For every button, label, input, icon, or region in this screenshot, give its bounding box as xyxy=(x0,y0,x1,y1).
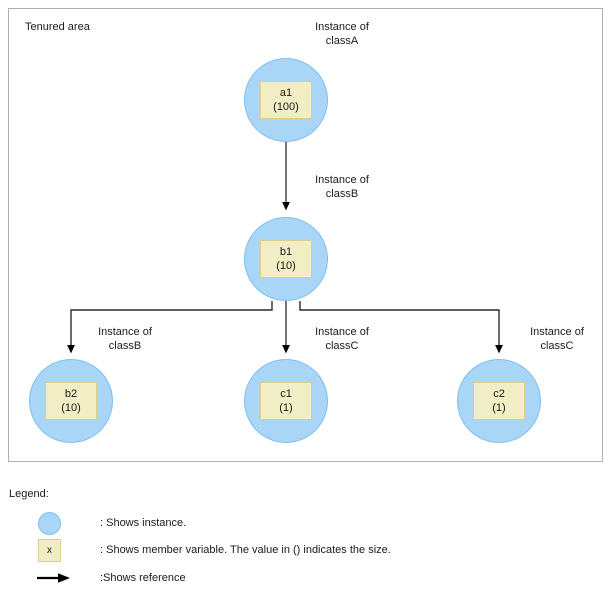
caption-c2-line2: classC xyxy=(540,340,574,352)
caption-b1-line2: classB xyxy=(325,188,359,200)
member-name-b1: b1 xyxy=(279,246,293,258)
member-size-b1: (10) xyxy=(276,260,296,272)
member-variable-box-b1: b1 (10) xyxy=(260,240,312,278)
member-variable-box-c2: c2 (1) xyxy=(473,382,525,420)
member-variable-box-a1: a1 (100) xyxy=(260,81,312,119)
instance-circle-icon xyxy=(38,511,61,535)
instance-node-a1[interactable]: a1 (100) xyxy=(244,58,328,142)
legend-text-instance: : Shows instance. xyxy=(100,517,187,529)
caption-c1-line1: Instance of xyxy=(315,326,369,338)
caption-instance-of-classB-b1: Instance of classB xyxy=(297,173,387,201)
legend-item-instance: : Shows instance. xyxy=(38,511,186,535)
caption-instance-of-classB-b2: Instance of classB xyxy=(80,325,170,353)
caption-instance-of-classA: Instance of classA xyxy=(297,20,387,48)
member-size-b2: (10) xyxy=(61,402,81,414)
legend-item-member-variable: x : Shows member variable. The value in … xyxy=(38,538,391,562)
legend-swatch-reference xyxy=(37,572,100,584)
caption-a1-line2: classA xyxy=(325,35,359,47)
instance-node-b2[interactable]: b2 (10) xyxy=(29,359,113,443)
caption-b2-line2: classB xyxy=(108,340,142,352)
member-name-b2: b2 xyxy=(64,388,78,400)
member-size-a1: (100) xyxy=(273,101,299,113)
member-name-a1: a1 xyxy=(279,87,293,99)
member-variable-box-c1: c1 (1) xyxy=(260,382,312,420)
legend-text-reference: :Shows reference xyxy=(100,572,186,584)
caption-c2-line1: Instance of xyxy=(530,326,584,338)
member-name-c2: c2 xyxy=(493,388,505,400)
legend-swatch-instance xyxy=(38,511,100,535)
instance-node-c2[interactable]: c2 (1) xyxy=(457,359,541,443)
caption-b1-line1: Instance of xyxy=(315,174,369,186)
legend: Legend: : Shows instance. x : Shows memb… xyxy=(0,462,612,584)
legend-swatch-member: x xyxy=(38,538,100,562)
caption-c1-line2: classC xyxy=(325,340,359,352)
member-name-c1: c1 xyxy=(280,388,292,400)
member-variable-box-b2: b2 (10) xyxy=(45,382,97,420)
member-size-c2: (1) xyxy=(492,402,506,414)
instance-node-b1[interactable]: b1 (10) xyxy=(244,217,328,301)
legend-item-reference: :Shows reference xyxy=(37,566,186,590)
caption-b2-line1: Instance of xyxy=(98,326,152,338)
reference-arrow-icon xyxy=(37,573,70,583)
member-size-c1: (1) xyxy=(279,402,293,414)
panel-title: Tenured area xyxy=(25,21,90,33)
member-variable-box-icon: x xyxy=(38,538,61,562)
instance-node-c1[interactable]: c1 (1) xyxy=(244,359,328,443)
caption-a1-line1: Instance of xyxy=(315,21,369,33)
caption-instance-of-classC-c1: Instance of classC xyxy=(297,325,387,353)
caption-instance-of-classC-c2: Instance of classC xyxy=(512,325,602,353)
legend-text-member: : Shows member variable. The value in ()… xyxy=(100,544,391,556)
legend-title: Legend: xyxy=(9,488,49,500)
